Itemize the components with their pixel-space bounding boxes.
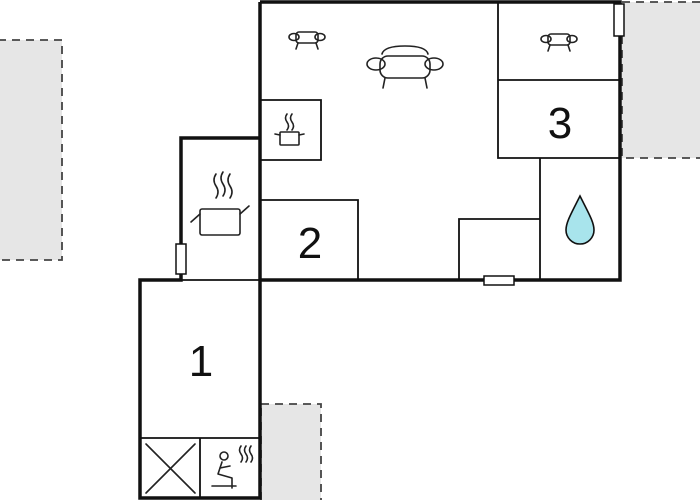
terrace-bottom xyxy=(260,403,322,500)
armchair-icon-2 xyxy=(540,33,578,52)
room-number-1: 1 xyxy=(189,337,213,386)
cooking-pot-icon xyxy=(274,113,305,146)
interior-walls xyxy=(140,2,620,498)
room-number-2: 2 xyxy=(298,219,322,268)
exterior-wall xyxy=(138,0,622,500)
stove-pot-icon xyxy=(190,171,250,236)
terrace-right xyxy=(621,1,700,159)
sauna-icon xyxy=(211,445,254,489)
room-number-3: 3 xyxy=(548,99,572,148)
terrace-left xyxy=(0,39,63,261)
sofa-icon xyxy=(366,45,444,89)
door-bottom xyxy=(483,275,515,286)
cross-box-icon xyxy=(145,443,196,494)
water-drop-icon xyxy=(565,194,595,245)
armchair-icon xyxy=(288,31,326,50)
window-right xyxy=(613,3,625,37)
window-left xyxy=(175,243,187,275)
